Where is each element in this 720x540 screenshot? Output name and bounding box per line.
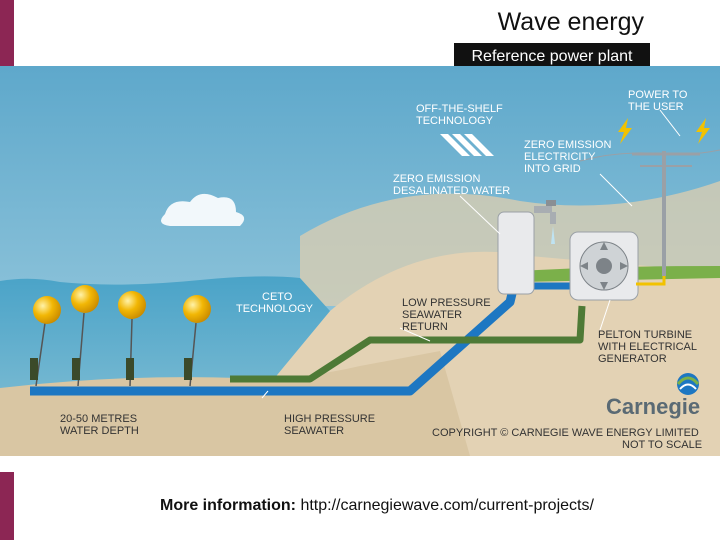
footer-more-info: More information: http://carnegiewave.co… [160,497,594,515]
pelton-turbine-icon [569,231,639,301]
carnegie-logo-icon [676,373,700,395]
leader-lines [261,109,681,399]
slide-side-bar-bottom [0,472,14,540]
carnegie-brand: Carnegie [606,394,700,419]
copyright-label: COPYRIGHT © CARNEGIE WAVE ENERGY LIMITED… [432,427,702,451]
slide-title: Wave energy [497,8,644,36]
arrow-icon [440,134,494,156]
cloud [161,193,245,226]
low-pressure-pipe [230,305,586,383]
footer-url[interactable]: http://carnegiewave.com/current-projects… [300,497,594,514]
tap-icon [534,200,556,244]
power-pole-icon [579,149,720,276]
lightning-icon [618,118,710,144]
slide-side-bar-top [0,0,14,66]
buoy-icon [30,285,211,387]
seabed [0,351,470,456]
footer-label: More information: [160,497,296,514]
desalination-plant [497,211,535,295]
